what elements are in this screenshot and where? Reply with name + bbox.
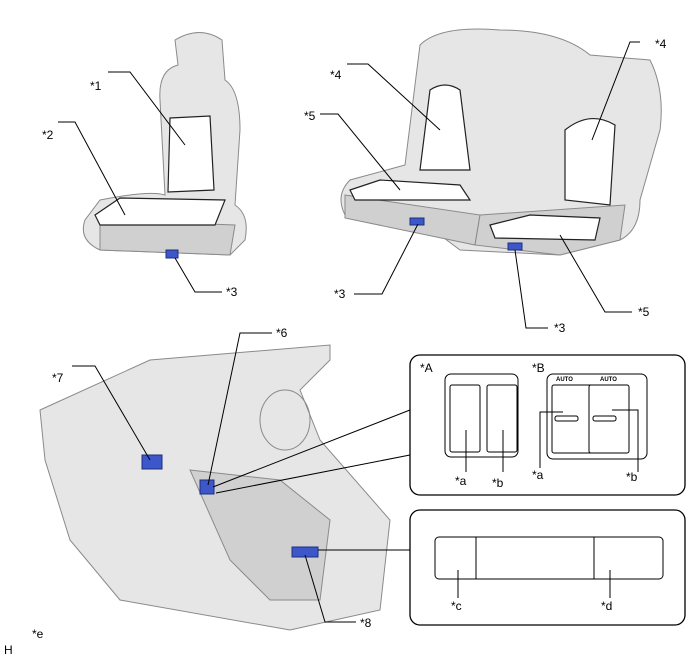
instrument-panel bbox=[39, 344, 391, 631]
rear-right-cushion-heater bbox=[489, 214, 601, 241]
switch-detail-inset-front: AUTO AUTO bbox=[409, 354, 686, 496]
rear-left-heater-connector bbox=[409, 217, 425, 226]
rear-left-cushion-heater bbox=[349, 179, 472, 201]
label-B: *B bbox=[532, 361, 545, 375]
label-8: *8 bbox=[360, 616, 372, 630]
label-4: *4 bbox=[655, 37, 667, 51]
label-2: *2 bbox=[42, 128, 54, 142]
front-seat-heater-switch-left bbox=[141, 454, 163, 470]
label-c: *c bbox=[451, 599, 462, 613]
rear-seat bbox=[340, 28, 662, 256]
front-seat bbox=[82, 32, 247, 259]
rear-right-seatback-heater bbox=[564, 118, 616, 206]
label-5: *5 bbox=[638, 305, 650, 319]
label-3: *3 bbox=[226, 285, 238, 299]
label-4: *4 bbox=[330, 68, 342, 82]
switch-a bbox=[449, 384, 481, 453]
rear-left-seatback-heater bbox=[419, 84, 471, 171]
label-7: *7 bbox=[52, 371, 64, 385]
label-b: *b bbox=[626, 470, 638, 484]
auto-label-left: AUTO bbox=[556, 377, 573, 383]
label-1: *1 bbox=[90, 79, 102, 93]
rear-seat-heater-switch bbox=[291, 546, 319, 558]
label-3: *3 bbox=[554, 321, 566, 335]
front-seat-heater-connector bbox=[165, 249, 179, 259]
auto-label-right: AUTO bbox=[600, 377, 617, 383]
rear-switch-panel bbox=[434, 536, 664, 580]
front-cushion-heater bbox=[94, 197, 226, 226]
label-b: *b bbox=[492, 476, 504, 490]
label-A: *A bbox=[420, 361, 433, 375]
label-5: *5 bbox=[304, 109, 316, 123]
label-d: *d bbox=[601, 599, 612, 613]
label-6: *6 bbox=[276, 326, 288, 340]
front-seat-heater-switch-center bbox=[199, 479, 215, 495]
label-3: *3 bbox=[334, 287, 346, 301]
front-seatback-heater bbox=[167, 115, 215, 193]
switch-detail-inset-rear bbox=[409, 509, 686, 626]
label-a: *a bbox=[455, 474, 467, 488]
callout-labels: *1 *2 *3 *4 *4 *5 *5 *3 *3 *6 *7 *8 *A *… bbox=[4, 37, 667, 657]
label-a: *a bbox=[532, 468, 544, 482]
rear-right-heater-connector bbox=[507, 242, 523, 251]
switch-b bbox=[486, 384, 518, 453]
label-H: H bbox=[4, 643, 13, 657]
label-e: *e bbox=[32, 627, 44, 641]
leader-lines bbox=[58, 41, 640, 623]
